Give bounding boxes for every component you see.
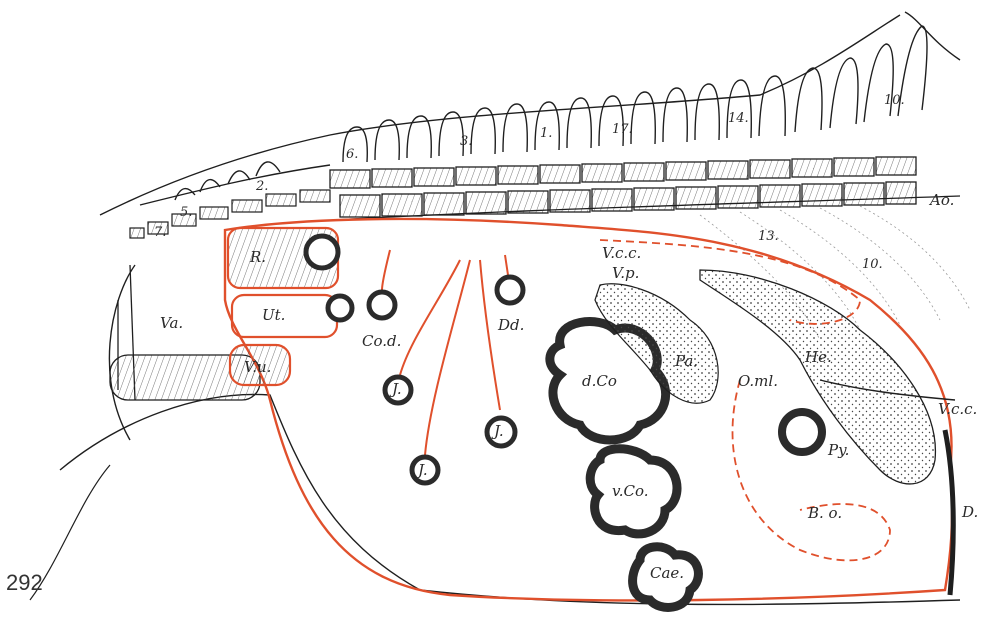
label-vcc-top: V.c.c. bbox=[602, 244, 641, 262]
vertebra-label-3: 3. bbox=[460, 134, 472, 149]
label-cae: Cae. bbox=[650, 564, 684, 582]
label-pa: Pa. bbox=[674, 352, 698, 370]
vertebra-label-17: 17. bbox=[612, 122, 633, 137]
label-dd: Dd. bbox=[497, 316, 524, 334]
label-ao: Ao. bbox=[928, 191, 954, 209]
pylorus bbox=[782, 412, 822, 452]
figure-number: 292 bbox=[6, 570, 43, 596]
liver bbox=[700, 270, 935, 484]
label-ut: Ut. bbox=[262, 306, 285, 324]
label-va: Va. bbox=[160, 314, 183, 332]
rib-label-10: 10. bbox=[862, 257, 883, 272]
rib-label-13: 13. bbox=[758, 229, 779, 244]
vertebra-label-1: 1. bbox=[540, 126, 552, 141]
vertebra-label-7: 7. bbox=[154, 225, 166, 240]
label-vcc-right: V.c.c. bbox=[938, 400, 977, 418]
label-dco: d.Co bbox=[582, 372, 617, 390]
label-d: D. bbox=[961, 503, 978, 521]
label-r: R. bbox=[249, 248, 266, 266]
label-cod: Co.d. bbox=[362, 332, 401, 350]
vertebra-label-14: 14. bbox=[728, 111, 749, 126]
vertebra-label-6: 6. bbox=[346, 147, 358, 162]
vertebra-label-10: 10. bbox=[884, 93, 905, 108]
label-py: Py. bbox=[827, 441, 849, 459]
label-vu: V.u. bbox=[244, 358, 271, 376]
label-he: He. bbox=[804, 348, 832, 366]
label-vp: V.p. bbox=[612, 264, 639, 282]
label-bo: B. o. bbox=[807, 504, 842, 522]
vertebra-label-2: 2. bbox=[255, 179, 268, 194]
label-vco: v.Co. bbox=[612, 482, 648, 500]
vertebra-label-5: 5. bbox=[180, 205, 192, 220]
label-oml: O.ml. bbox=[738, 372, 778, 390]
vertebral-bodies bbox=[330, 157, 916, 217]
